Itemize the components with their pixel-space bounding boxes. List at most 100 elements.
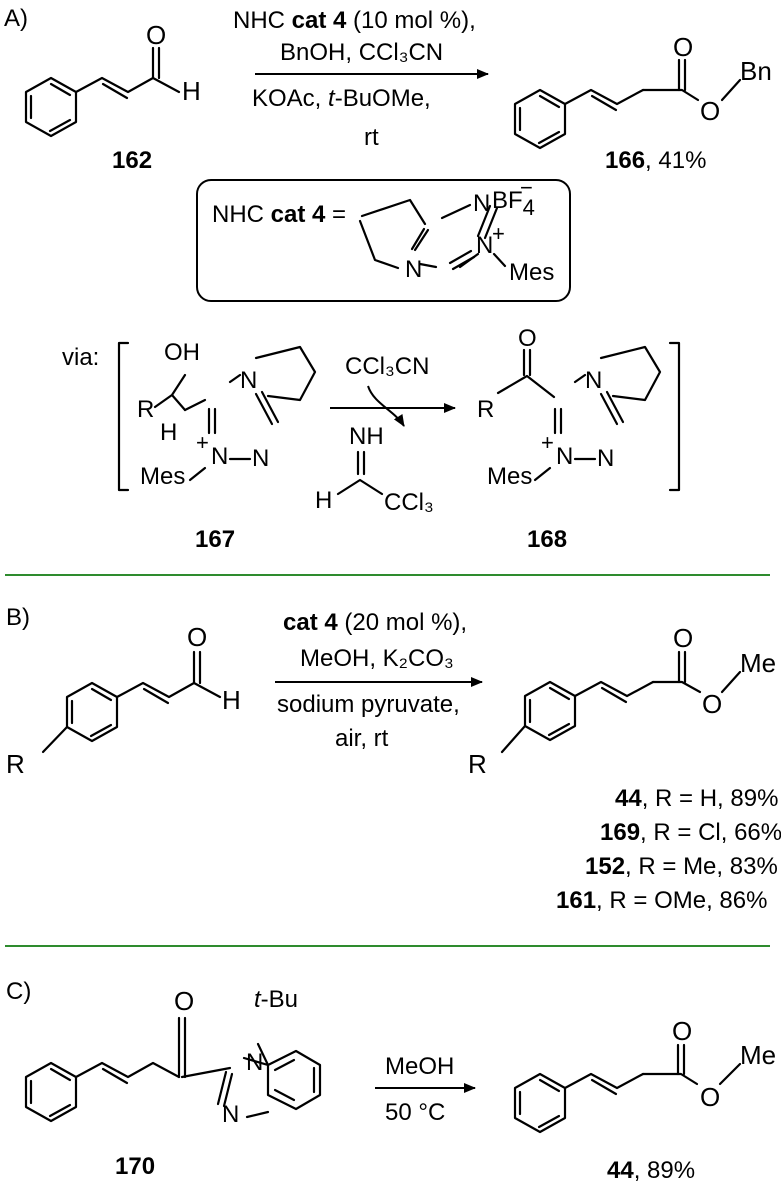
compound-label-44: 44 <box>607 1157 634 1184</box>
catalyst-nitrogen-top: N <box>473 190 490 217</box>
catalyst-nhc: NHC <box>212 201 271 228</box>
aldehyde-oxygen: O <box>146 20 166 50</box>
result-detail: , R = H, 89% <box>642 785 779 812</box>
counterion-bf: BF <box>492 187 523 214</box>
conditions-a-buome: -BuOMe, <box>335 85 431 112</box>
b-aldehyde-r-group: R <box>6 749 25 779</box>
reaction-conditions-b: cat 4 (20 mol %), MeOH, K₂CO₃ sodium pyr… <box>275 609 483 752</box>
int168-nitrogen-fused: N <box>585 367 602 394</box>
result-detail: , R = Cl, 66% <box>640 819 781 846</box>
int168-r-group: R <box>477 396 494 423</box>
conditions-b-line3: sodium pyruvate, <box>277 691 460 718</box>
conditions-a-line2: BnOH, CCl₃CN <box>280 39 443 66</box>
svg-text:cat 4 (20 mol %),: cat 4 (20 mol %), <box>283 609 467 636</box>
result-compound: 161 <box>556 887 596 914</box>
b-aldehyde-hydrogen: H <box>222 685 241 715</box>
panel-c-label: C) <box>6 978 31 1005</box>
svg-text:NHC cat 4 =: NHC cat 4 = <box>212 201 346 228</box>
int167-nitrogen-bottom: N <box>252 445 269 472</box>
methyl-cinnamate-44: O O Me 44, 89% <box>513 1016 776 1184</box>
conditions-a-line4: rt <box>364 124 379 151</box>
result-detail: , R = OMe, 86% <box>596 887 767 914</box>
c-tbu-rest: -Bu <box>261 986 298 1013</box>
benzyl-group: Bn <box>740 56 772 86</box>
reaction-conditions-a: NHC cat 4 (10 mol %), BnOH, CCl₃CN KOAc,… <box>233 7 489 151</box>
int168-positive-charge: + <box>541 430 554 455</box>
int167-mes: Mes <box>140 463 185 490</box>
int167-nitrogen-plus: N <box>211 443 228 470</box>
c-benzimidazole-n: N <box>222 1101 239 1128</box>
compound-label-170: 170 <box>115 1153 155 1180</box>
c-tbu-t: t <box>254 986 262 1013</box>
compound-label-168: 168 <box>527 526 567 553</box>
c-product-ester-oxygen: O <box>700 1082 720 1112</box>
result-compound: 152 <box>585 853 625 880</box>
int167-hydrogen: H <box>160 419 177 446</box>
int168-nitrogen-bottom: N <box>597 445 614 472</box>
result-row: 161, R = OMe, 86% <box>556 887 767 914</box>
yield-166: , 41% <box>645 147 706 174</box>
counterion-sub: 4 <box>523 195 535 220</box>
compound-label-166: 166 <box>605 147 645 174</box>
conditions-b-line4: air, rt <box>335 725 389 752</box>
int167-hydroxyl: OH <box>164 339 200 366</box>
conditions-a-koac: KOAc, <box>252 85 328 112</box>
b-ester-oxygen: O <box>702 689 722 719</box>
panel-b: B) O H R cat 4 (20 mol %), MeOH, K₂CO₃ s… <box>6 604 781 914</box>
svg-text:NHC cat 4 (10 mol %),: NHC cat 4 (10 mol %), <box>233 7 476 34</box>
svg-text:t-Bu: t-Bu <box>254 986 298 1013</box>
conditions-a-nhc: NHC <box>233 7 292 34</box>
via-arrow-group: CCl₃CN NH H CCl₃ <box>315 353 456 516</box>
conditions-a-loading: (10 mol %), <box>346 7 475 34</box>
compound-label-162: 162 <box>112 147 152 174</box>
results-list: 44, R = H, 89% 169, R = Cl, 66% 152, R =… <box>556 785 781 914</box>
yield-44: , 89% <box>634 1157 695 1184</box>
panel-a: A) O H 162 NHC cat 4 (10 mol %), BnOH, C… <box>4 5 772 553</box>
via-label: via: <box>62 344 99 371</box>
compound-label-167: 167 <box>195 526 235 553</box>
result-detail: , R = Me, 83% <box>625 853 778 880</box>
reaction-conditions-c: MeOH 50 °C <box>375 1053 476 1126</box>
catalyst-cat4: cat 4 <box>271 201 326 228</box>
byproduct-ccl3: CCl₃ <box>384 489 434 516</box>
catalyst-nitrogen-plus: N <box>476 232 493 259</box>
int167-r-group: R <box>137 396 154 423</box>
conditions-c-line2: 50 °C <box>385 1099 445 1126</box>
byproduct-curved-arrow <box>367 385 405 427</box>
catalyst-equals: = <box>325 201 346 228</box>
c-benzimidazole-n-tbu: N <box>246 1049 263 1076</box>
result-compound: 44 <box>615 785 642 812</box>
svg-text:44, 89%: 44, 89% <box>607 1157 695 1184</box>
int168-mes: Mes <box>487 463 532 490</box>
int168-nitrogen-plus: N <box>556 443 573 470</box>
b-product-r-group: R <box>468 749 487 779</box>
conditions-a-t: t <box>328 85 336 112</box>
catalyst-nitrogen-fused: N <box>405 256 422 283</box>
byproduct-hydrogen: H <box>315 487 332 514</box>
catalyst-box: NHC cat 4 = N N N + Mes BF4 − <box>196 175 571 302</box>
catalyst-positive-charge: + <box>492 221 505 246</box>
catalyst-mes: Mes <box>509 259 554 286</box>
acyl-benzimidazole-170: O N N t-Bu 170 <box>24 986 322 1180</box>
c-product-carbonyl-oxygen: O <box>672 1016 692 1046</box>
carbonyl-oxygen: O <box>673 32 693 62</box>
substituted-methyl-cinnamate: O O Me R <box>468 623 776 779</box>
b-carbonyl-oxygen: O <box>673 623 693 653</box>
panel-c: C) O N N t-Bu 170 MeOH 50 °C <box>6 978 776 1184</box>
via-reagent: CCl₃CN <box>345 353 429 380</box>
panel-a-label: A) <box>4 5 28 32</box>
via-mechanism: via: OH R H N + N N Mes 167 <box>62 325 681 553</box>
substituted-cinnamaldehyde: O H R <box>6 622 241 779</box>
intermediate-167: OH R H N + N N Mes 167 <box>137 339 317 553</box>
c-product-methyl: Me <box>740 1040 776 1070</box>
svg-text:KOAc, t-BuOMe,: KOAc, t-BuOMe, <box>252 85 431 112</box>
result-row: 44, R = H, 89% <box>615 785 778 812</box>
svg-text:BF4: BF4 <box>492 187 535 220</box>
int167-nitrogen-fused: N <box>240 367 257 394</box>
cinnamaldehyde-162: O H 162 <box>24 20 201 174</box>
b-aldehyde-oxygen: O <box>187 622 207 652</box>
c-carbonyl-oxygen: O <box>174 986 194 1016</box>
int168-carbonyl-oxygen: O <box>518 325 537 352</box>
result-row: 169, R = Cl, 66% <box>600 819 781 846</box>
